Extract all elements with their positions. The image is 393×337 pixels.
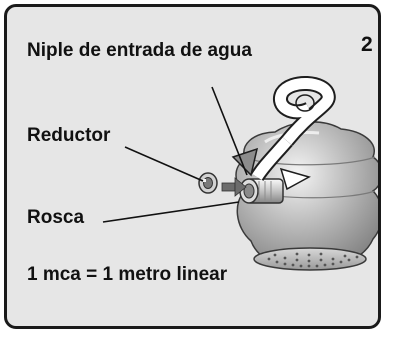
leader-lines xyxy=(102,86,248,223)
inlet-nipple xyxy=(239,178,284,204)
shower-assembly-illustration xyxy=(102,75,378,271)
step-number: 2 xyxy=(361,33,373,56)
pressure-note: 1 mca = 1 metro linear xyxy=(27,264,228,285)
thread-leader-line xyxy=(102,201,240,223)
rotation-arrow-icon xyxy=(231,75,336,191)
reducer-part xyxy=(198,172,218,194)
thread-label: Rosca xyxy=(27,207,85,228)
spray-holes xyxy=(267,252,359,268)
inlet-nipple-label: Niple de entrada de agua xyxy=(27,40,252,61)
reducer-label: Reductor xyxy=(27,125,111,146)
inlet-leader-line xyxy=(211,86,248,176)
insert-arrow-icon xyxy=(221,177,247,197)
instruction-panel: 2 Niple de entrada de agua Reductor Rosc… xyxy=(4,4,381,329)
reducer-leader-line xyxy=(124,146,204,182)
